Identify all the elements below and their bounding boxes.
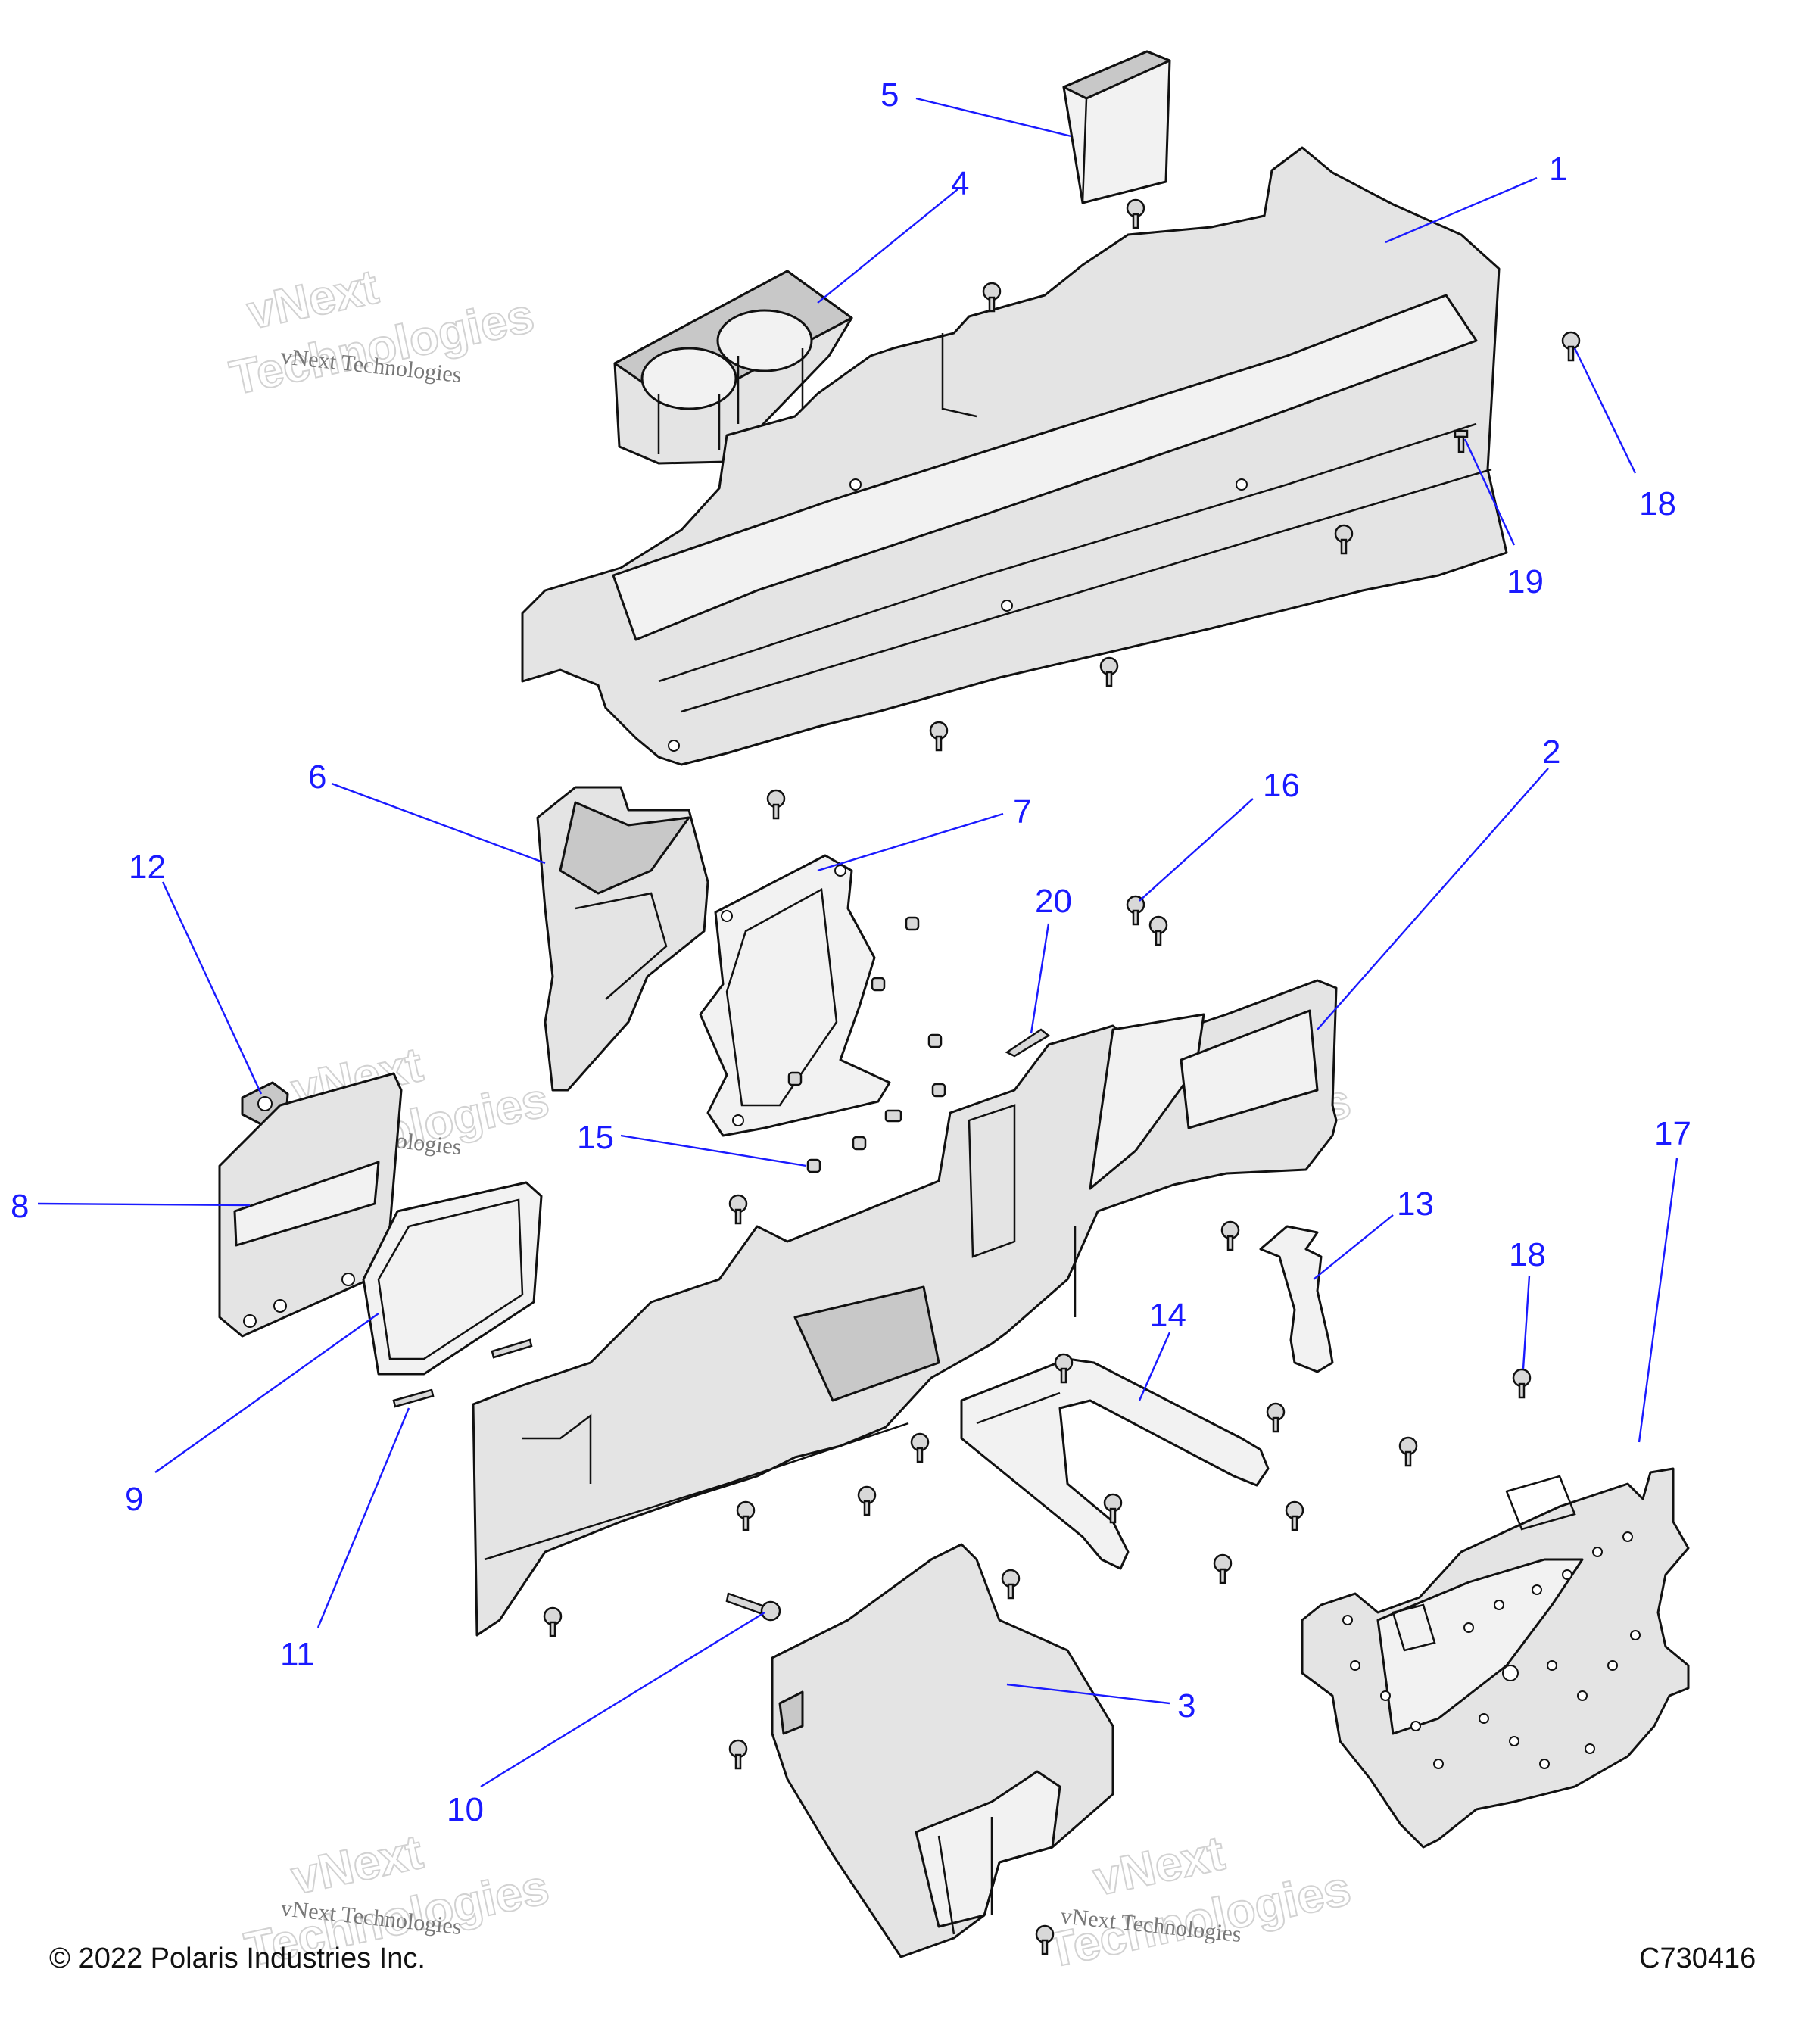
instrument-bracket-part	[699, 854, 891, 1137]
console-cover-part	[771, 1543, 1114, 1958]
leader-18b	[1522, 1275, 1531, 1369]
bulkhead-plate-part	[1301, 1467, 1690, 1849]
leader-10	[480, 1611, 765, 1788]
callout-15: 15	[577, 1119, 614, 1156]
leader-1	[1385, 176, 1538, 244]
callout-8: 8	[11, 1188, 29, 1225]
leader-5	[915, 97, 1072, 138]
leader-18a	[1573, 347, 1637, 474]
glove-box-seal-part	[362, 1181, 543, 1376]
pins-part	[392, 1338, 781, 1622]
leader-17	[1638, 1158, 1678, 1443]
leader-6	[331, 782, 546, 865]
callout-6: 6	[308, 759, 326, 796]
callout-18: 18	[1639, 485, 1676, 522]
callout-5: 5	[880, 76, 899, 114]
callout-16: 16	[1263, 767, 1300, 804]
callout-13: 13	[1397, 1186, 1434, 1223]
leader-20	[1030, 923, 1050, 1034]
callout-12: 12	[129, 849, 166, 886]
leader-16	[1139, 798, 1254, 902]
fasteners	[543, 198, 1581, 1955]
glove-box-door-part	[218, 1072, 403, 1338]
storage-bin-part	[1062, 50, 1171, 204]
leader-15	[620, 1134, 807, 1167]
drawing-number: C730416	[1639, 1943, 1756, 1974]
callout-17: 17	[1654, 1115, 1691, 1152]
leader-4	[817, 189, 958, 304]
leader-2	[1317, 768, 1549, 1030]
leader-lines	[37, 97, 1678, 1788]
dash-top-panel-part	[521, 146, 1508, 766]
cup-holder-part	[613, 270, 853, 465]
instrument-bezel-part	[536, 786, 709, 1092]
callout-labels: 1 2 3 4 5 6 7 8 9 10 11 12 13 14 15 16 1…	[11, 76, 1691, 1828]
callout-11: 11	[280, 1636, 315, 1673]
callout-3: 3	[1177, 1687, 1195, 1725]
leader-11	[316, 1407, 410, 1628]
leader-14	[1138, 1332, 1171, 1401]
leader-12	[161, 881, 263, 1095]
leader-3	[1006, 1683, 1170, 1705]
callout-4: 4	[951, 165, 969, 202]
callout-2: 2	[1542, 734, 1560, 771]
callout-20: 20	[1035, 883, 1072, 920]
callout-14: 14	[1149, 1297, 1186, 1334]
support-strap-part	[960, 1357, 1270, 1570]
callout-7: 7	[1013, 793, 1031, 830]
mount-bracket-part	[1259, 1225, 1334, 1373]
leader-13	[1313, 1214, 1394, 1280]
leader-7	[817, 812, 1004, 872]
callout-1: 1	[1549, 151, 1567, 188]
dash-lower-panel-part	[472, 979, 1338, 1637]
leader-8	[37, 1202, 251, 1207]
callout-18: 18	[1509, 1236, 1546, 1273]
callout-9: 9	[125, 1481, 143, 1518]
leader-19	[1463, 438, 1516, 546]
leader-9	[154, 1313, 379, 1473]
callout-10: 10	[447, 1791, 484, 1828]
copyright-notice: © 2022 Polaris Industries Inc.	[49, 1943, 425, 1974]
callout-19: 19	[1507, 563, 1544, 600]
